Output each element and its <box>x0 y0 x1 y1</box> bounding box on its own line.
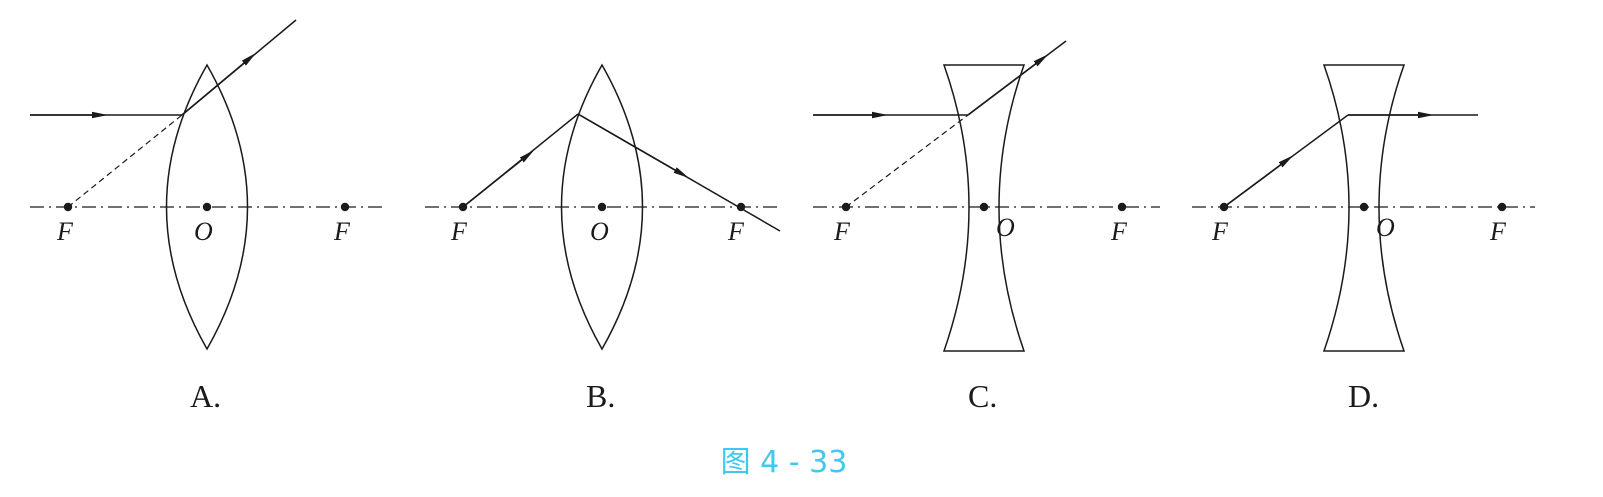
left-focus-label: F <box>1211 217 1229 246</box>
right-focus-label: F <box>1489 217 1507 246</box>
left-focus-point <box>1219 202 1229 212</box>
left-focus-label: F <box>450 217 468 246</box>
convex-lens <box>560 63 644 351</box>
right-focus-point <box>340 202 350 212</box>
refracted-ray-arrow <box>967 54 1049 116</box>
center-label: O <box>194 217 213 246</box>
left-focus-point <box>458 202 468 212</box>
refracted-ray-arrow <box>577 113 689 178</box>
left-focus-label: F <box>56 217 74 246</box>
optical-center-point <box>1359 202 1369 212</box>
refracted-ray-arrow <box>181 52 257 116</box>
center-label: O <box>590 217 609 246</box>
panel-b: F O F B. <box>425 63 781 414</box>
optical-center-point <box>597 202 607 212</box>
figure-caption: 图 4 - 33 <box>721 445 848 480</box>
right-focus-label: F <box>1110 217 1128 246</box>
option-label-c: C. <box>968 378 997 414</box>
concave-lens <box>942 64 1026 352</box>
center-label: O <box>1376 213 1395 242</box>
convex-lens <box>165 63 249 351</box>
option-label-d: D. <box>1348 378 1379 414</box>
incident-ray-arrow <box>1223 155 1294 208</box>
optical-center-point <box>202 202 212 212</box>
panel-c: F O F C. <box>813 40 1160 414</box>
right-focus-point <box>736 202 746 212</box>
left-focus-label: F <box>833 217 851 246</box>
left-focus-point <box>63 202 73 212</box>
panel-a: F O F A. <box>30 19 382 414</box>
right-focus-point <box>1497 202 1507 212</box>
right-focus-label: F <box>727 217 745 246</box>
virtual-extension-line <box>67 114 183 208</box>
concave-lens <box>1322 64 1406 352</box>
optical-center-point <box>979 202 989 212</box>
right-focus-point <box>1117 202 1127 212</box>
center-label: O <box>996 213 1015 242</box>
right-focus-label: F <box>333 217 351 246</box>
left-focus-point <box>841 202 851 212</box>
option-label-a: A. <box>190 378 221 414</box>
incident-ray-arrow <box>462 150 535 208</box>
panel-d: F O F D. <box>1192 64 1535 414</box>
option-label-b: B. <box>586 378 615 414</box>
virtual-extension-line <box>845 114 969 208</box>
